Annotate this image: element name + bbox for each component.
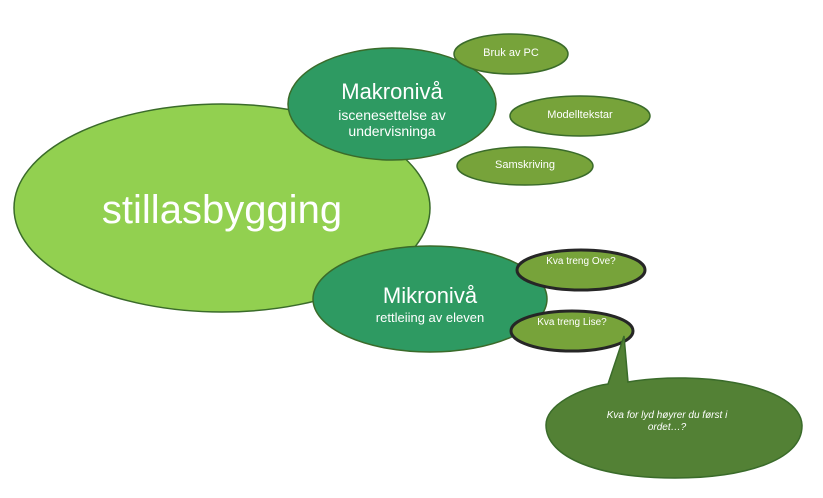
macro-item-bruk-av-pc: Bruk av PC bbox=[483, 47, 539, 59]
macro-item-samskriving: Samskriving bbox=[495, 159, 555, 171]
speech-text: Kva for lyd høyrer du først i ordet…? bbox=[606, 410, 728, 433]
modelltekstar-ellipse bbox=[509, 95, 651, 137]
speech-bubble bbox=[545, 335, 803, 479]
micro-item-ove: Kva treng Ove? bbox=[546, 256, 616, 267]
micro-subtitle: rettleiing av eleven bbox=[375, 310, 485, 325]
macro-item-modelltekstar: Modelltekstar bbox=[547, 109, 613, 121]
main-ellipse bbox=[13, 103, 431, 313]
micro-item-lise: Kva treng Lise? bbox=[537, 317, 607, 328]
kva-treng-lise-ellipse bbox=[509, 309, 635, 353]
bruk-av-pc-ellipse bbox=[453, 33, 569, 75]
macro-ellipse bbox=[287, 47, 497, 161]
macro-subtitle: iscenesettelse av undervisninga bbox=[338, 107, 446, 140]
kva-treng-ove-ellipse bbox=[515, 248, 647, 292]
main-label: stillasbygging bbox=[101, 188, 343, 232]
macro-title: Makronivå bbox=[341, 79, 443, 104]
micro-title: Mikronivå bbox=[382, 283, 478, 308]
micro-ellipse bbox=[312, 245, 548, 353]
samskriving-ellipse bbox=[456, 146, 594, 186]
